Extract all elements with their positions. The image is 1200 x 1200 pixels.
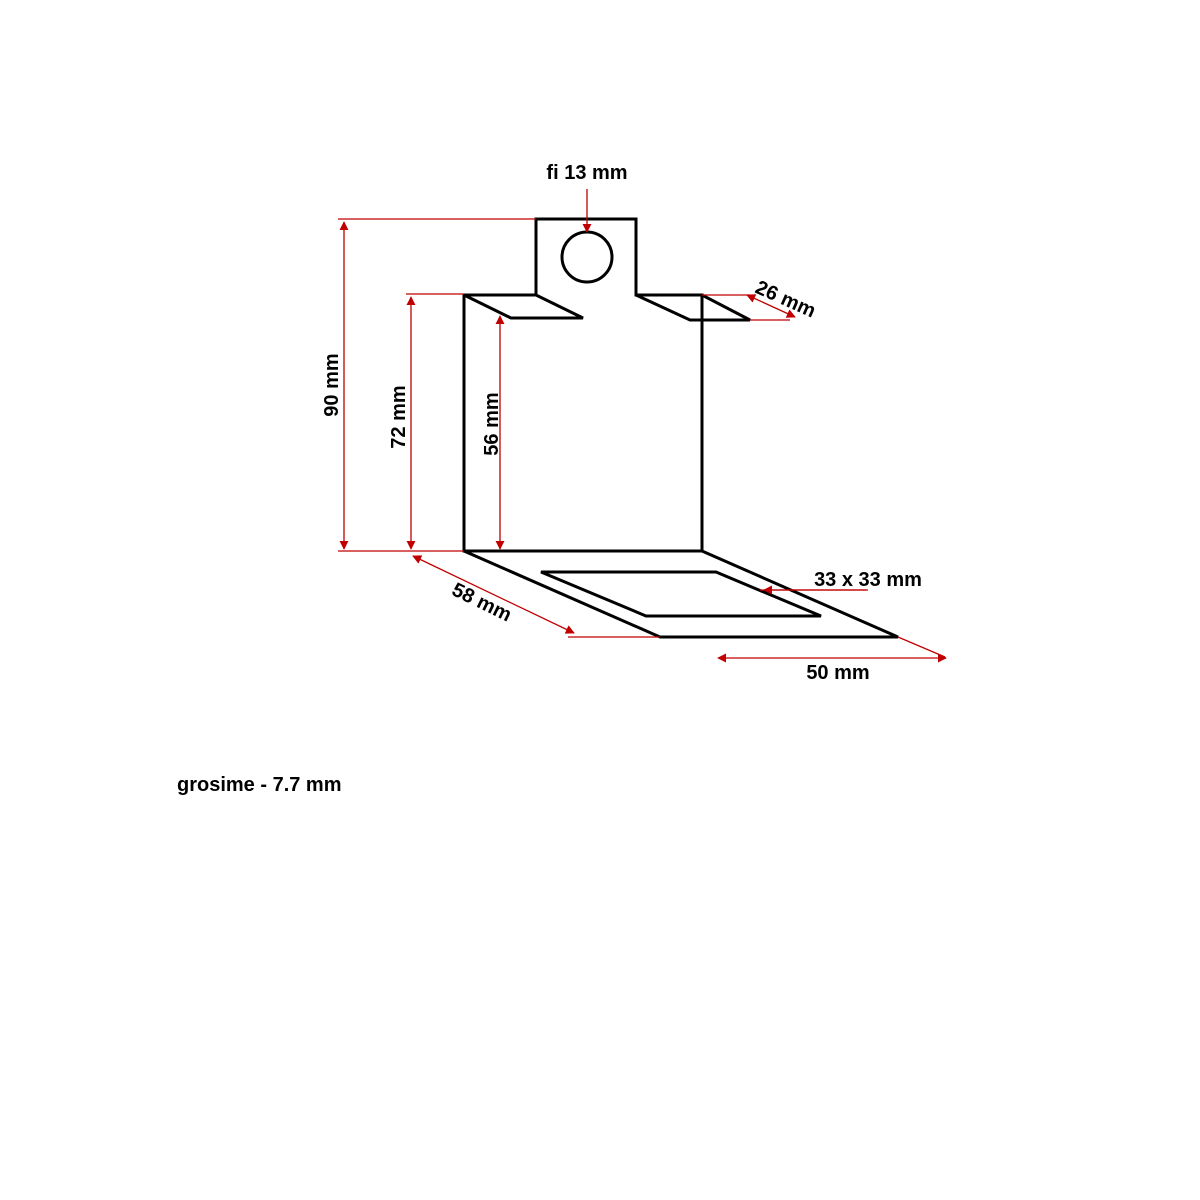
thickness-note: grosime - 7.7 mm xyxy=(177,774,342,796)
hole-label: fi 13 mm xyxy=(546,162,627,184)
base-plate xyxy=(463,549,899,639)
window-label: 33 x 33 mm xyxy=(814,569,922,591)
total-height-label: 90 mm xyxy=(321,353,343,416)
inner-height-label: 56 mm xyxy=(481,392,503,455)
right-tab xyxy=(635,293,751,322)
tab-width-arrow xyxy=(746,294,796,318)
mounting-hole xyxy=(560,230,614,284)
depth-arrow xyxy=(412,555,575,634)
left-tab xyxy=(463,293,584,320)
back-height-label: 72 mm xyxy=(388,385,410,448)
depth-label: 58 mm xyxy=(448,579,515,627)
base-window xyxy=(540,570,822,618)
dimension-lines xyxy=(338,189,947,663)
tab-width-label: 26 mm xyxy=(752,277,819,323)
width-label: 50 mm xyxy=(806,662,869,684)
